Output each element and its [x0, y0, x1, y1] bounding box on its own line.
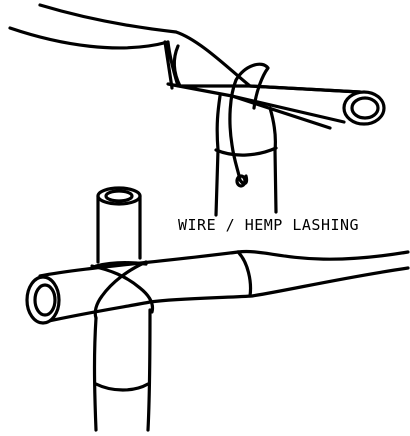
lashing-label: WIRE / HEMP LASHING: [178, 216, 360, 234]
upper-post-node-ring: [214, 146, 278, 157]
lower-wire-lashing: [90, 260, 155, 320]
lower-top-stub-inner: [104, 189, 134, 203]
upper-wire-lashing: [228, 62, 270, 186]
lower-top-stub: [96, 194, 142, 264]
lower-pole-node-ring: [236, 250, 253, 298]
lower-cross-joint: [25, 186, 410, 432]
upper-horizontal-pole: [8, 3, 362, 130]
upper-lashing-knot: [235, 174, 247, 188]
lower-pole-open-end-inner: [33, 283, 57, 317]
upper-pole-open-end-inner: [350, 96, 380, 120]
upper-pole-body: [230, 84, 362, 124]
upper-pole-node-line: [172, 44, 182, 88]
lower-vertical-post: [92, 308, 152, 432]
lower-post-node-ring: [94, 382, 150, 392]
upper-tee-joint: [8, 3, 386, 217]
